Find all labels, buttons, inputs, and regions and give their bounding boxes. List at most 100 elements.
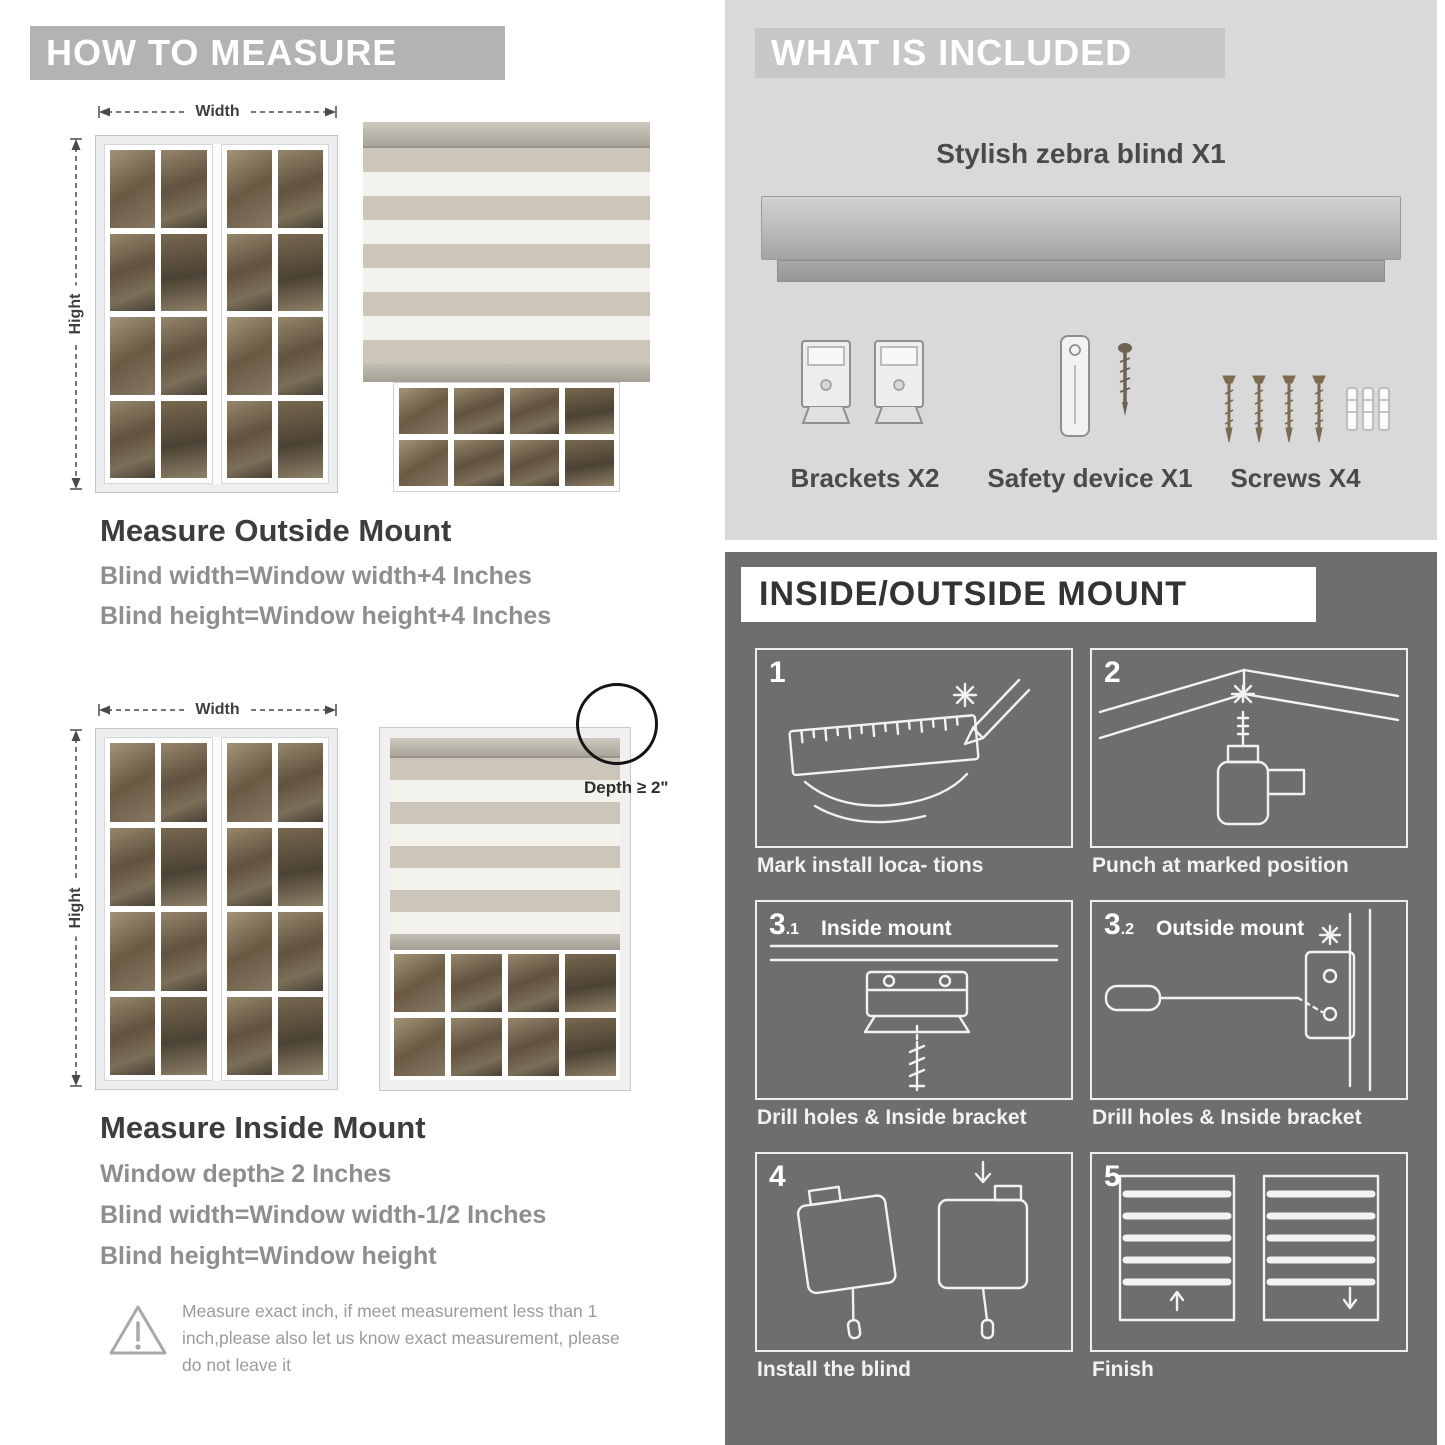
headrail-fascia (777, 260, 1385, 282)
window-pane (399, 388, 449, 434)
window-pane (509, 388, 559, 434)
install-blind-illustration (796, 1160, 1029, 1340)
window-pane (110, 150, 156, 228)
window-pane (451, 1018, 502, 1076)
window-pane (110, 912, 156, 991)
window-pane (110, 996, 156, 1075)
height-arrow-outside: Hight (67, 137, 85, 491)
screws-icon (1222, 375, 1390, 443)
window-pane (277, 150, 323, 228)
outside-formula-width: Blind width=Window width+4 Inches (100, 562, 532, 590)
window-pane (394, 954, 445, 1012)
window-pane (161, 827, 207, 906)
dimension-arrow-icon (70, 729, 82, 1087)
step-caption-3-1: Drill holes & Inside bracket (757, 1106, 1027, 1129)
window-sash (104, 144, 213, 484)
window-pane (454, 440, 504, 486)
step-panel-3-2: 3.2 Outside mount (1090, 900, 1408, 1100)
drill-illustration (1098, 668, 1400, 826)
height-label: Hight (67, 285, 85, 343)
window-pane (454, 388, 504, 434)
blind-bottom-rail (390, 934, 620, 950)
step-panel-4: 4 (755, 1152, 1073, 1352)
mark-location-illustration (788, 678, 1031, 824)
window-pane (277, 233, 323, 311)
window-pane (226, 912, 272, 991)
zebra-blind-inside-mount (379, 727, 631, 1091)
measure-note: Measure exact inch, if meet measurement … (182, 1301, 620, 1376)
outside-formula-height: Blind height=Window height+4 Inches (100, 602, 552, 630)
step-caption-5: Finish (1092, 1358, 1154, 1381)
window-below-blind (393, 382, 620, 492)
depth-label: Depth ≥ 2" (584, 778, 669, 797)
step-panel-1: 1 (755, 648, 1073, 848)
anchor-icons (1346, 387, 1390, 431)
step-panel-5: 5 (1090, 1152, 1408, 1352)
window-pane (508, 1018, 559, 1076)
window-pane (161, 743, 207, 822)
outside-mount-title: Measure Outside Mount (100, 513, 452, 548)
what-is-included-title: WHAT IS INCLUDED (771, 32, 1133, 73)
window-pane (161, 317, 207, 395)
window-pane (161, 150, 207, 228)
window-illustration-inside (95, 728, 338, 1090)
height-label: Hight (67, 879, 85, 937)
inside-bracket-illustration (769, 944, 1059, 1092)
what-is-included-header: WHAT IS INCLUDED (755, 28, 1225, 78)
step-number: 1 (769, 656, 786, 689)
window-pane (451, 954, 502, 1012)
mount-header: INSIDE/OUTSIDE MOUNT (741, 567, 1316, 622)
inside-formula-width: Blind width=Window width-1/2 Inches (100, 1201, 547, 1229)
window-pane (565, 954, 616, 1012)
mount-header-title: INSIDE/OUTSIDE MOUNT (759, 575, 1188, 613)
inside-formula-depth: Window depth≥ 2 Inches (100, 1160, 392, 1188)
window-sash (220, 737, 329, 1081)
step-caption-3-2: Drill holes & Inside bracket (1092, 1106, 1362, 1129)
headrail-illustration (761, 196, 1401, 260)
window-pane (110, 400, 156, 478)
window-sash (104, 737, 213, 1081)
window-pane (226, 996, 272, 1075)
screws-label: Screws X4 (1230, 463, 1361, 493)
window-below-blind (390, 950, 620, 1080)
window-pane (564, 440, 614, 486)
height-arrow-inside: Hight (67, 728, 85, 1088)
window-pane (277, 743, 323, 822)
window-pane (110, 743, 156, 822)
bracket-icon (874, 340, 924, 424)
window-pane (226, 233, 272, 311)
width-arrow-inside: Width (97, 701, 338, 719)
step-panel-2: 2 (1090, 648, 1408, 848)
width-arrow-outside: Width (97, 103, 338, 121)
window-pane (161, 912, 207, 991)
blind-stripes (390, 758, 620, 934)
step-caption-2: Punch at marked position (1092, 854, 1349, 877)
window-pane (226, 743, 272, 822)
window-pane (226, 400, 272, 478)
how-to-measure-header: HOW TO MEASURE (30, 26, 505, 80)
step-panel-3-1: 3.1 Inside mount (755, 900, 1073, 1100)
window-pane (161, 996, 207, 1075)
window-frame (104, 144, 329, 484)
inside-mount-title: Measure Inside Mount (100, 1110, 426, 1145)
blind-cassette (390, 738, 620, 758)
safety-device-label: Safety device X1 (987, 463, 1193, 493)
step-number: 4 (769, 1160, 786, 1193)
window-pane (110, 233, 156, 311)
window-pane (277, 317, 323, 395)
window-pane (161, 400, 207, 478)
width-label: Width (187, 103, 248, 121)
step-number: 3.1 (769, 908, 800, 941)
window-pane (110, 317, 156, 395)
window-pane (564, 388, 614, 434)
window-pane (226, 150, 272, 228)
finish-illustration (1118, 1174, 1380, 1322)
step-title: Inside mount (821, 917, 952, 940)
window-pane (277, 912, 323, 991)
window-pane (277, 400, 323, 478)
mount-instructions-section: INSIDE/OUTSIDE MOUNT (725, 552, 1437, 1445)
width-label: Width (187, 701, 248, 719)
step-number: 3.2 (1104, 908, 1135, 941)
window-pane (508, 954, 559, 1012)
